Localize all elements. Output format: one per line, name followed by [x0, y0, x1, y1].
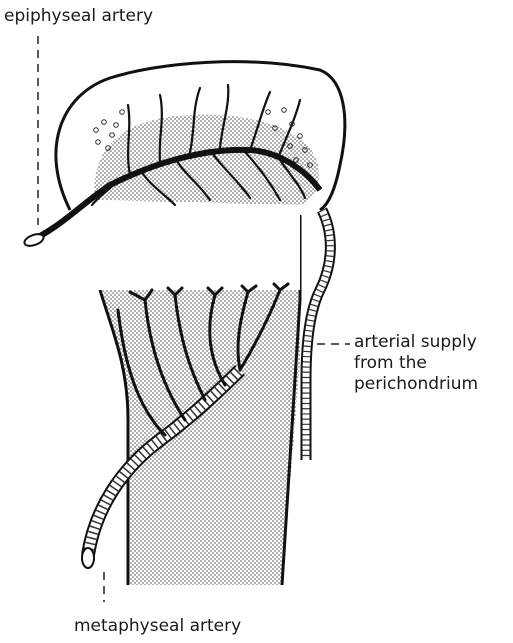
cartilage-cell	[120, 110, 125, 115]
epiphyseal-artery-lumen	[23, 232, 45, 248]
hypertrophic-zone	[100, 212, 300, 290]
perichondrium-label-line-1: arterial supply	[354, 332, 478, 353]
cartilage-cell	[96, 140, 101, 145]
cartilage-cell	[282, 108, 287, 113]
metaphyseal-artery-lumen	[82, 548, 94, 568]
cartilage-cell	[114, 123, 119, 128]
perichondrium-label-line-3: perichondrium	[354, 374, 478, 395]
cartilage-cell	[102, 120, 107, 125]
epiphyseal-artery-label: epiphyseal artery	[4, 6, 153, 27]
metaphyseal-artery-label: metaphyseal artery	[74, 616, 241, 637]
cartilage-cell	[94, 128, 99, 133]
perichondrium-label-line-2: from the	[354, 353, 478, 374]
cartilage-cell	[266, 110, 271, 115]
cartilage-cell	[298, 134, 303, 139]
perichondrium-supply-label: arterial supply from the perichondrium	[354, 332, 478, 395]
cartilage-cell	[110, 133, 115, 138]
